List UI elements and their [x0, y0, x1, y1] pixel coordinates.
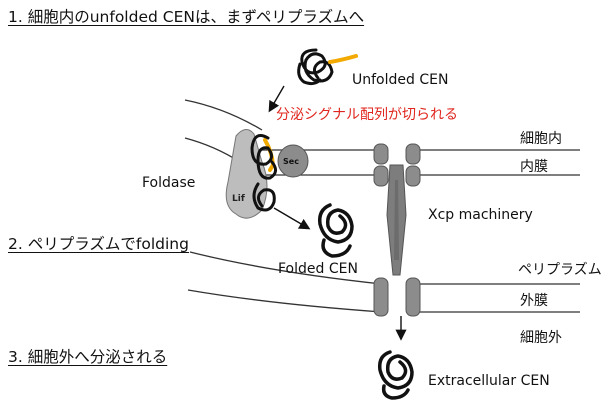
sec-label: Sec	[283, 157, 299, 166]
folded-cen-label: Folded CEN	[278, 261, 358, 277]
arrow-unfolded-to-sec	[268, 85, 285, 113]
foldase-label: Foldase	[142, 175, 196, 191]
periplasm-label: ペリプラズム	[518, 262, 602, 278]
cytoplasm-label: 細胞内	[520, 131, 562, 147]
sec-translocon	[277, 144, 309, 178]
unfolded-cen-icon	[297, 48, 334, 86]
xcp-machinery-label: Xcp machinery	[428, 207, 533, 223]
step-3-heading: 3. 細胞外へ分泌される	[8, 348, 168, 366]
extracellular-label: 細胞外	[520, 330, 562, 346]
outer-membrane-label: 外膜	[520, 293, 548, 309]
unfolded-cen-label: Unfolded CEN	[352, 72, 449, 88]
signal-cleavage-annotation: 分泌シグナル配列が切られる	[276, 107, 458, 123]
outer-membrane-left	[187, 251, 383, 313]
step-2-heading: 2. ペリプラズムでfolding	[8, 235, 189, 253]
inner-membrane-label: 内膜	[520, 159, 548, 175]
extracellular-cen-label: Extracellular CEN	[428, 373, 550, 389]
unfolded-signal-peptide	[328, 54, 358, 64]
xcp-machinery	[373, 143, 421, 317]
step-1-heading: 1. 細胞内のunfolded CENは、まずペリプラズムへ	[8, 8, 365, 26]
inner-membrane-right	[415, 149, 580, 176]
extracellular-cen-icon	[377, 350, 414, 400]
folded-cen-icon	[317, 203, 354, 258]
lif-label: Lif	[232, 194, 245, 204]
translocating-cen-icon	[250, 134, 277, 212]
arrow-to-folded	[273, 207, 311, 230]
outer-membrane-right	[415, 283, 580, 313]
